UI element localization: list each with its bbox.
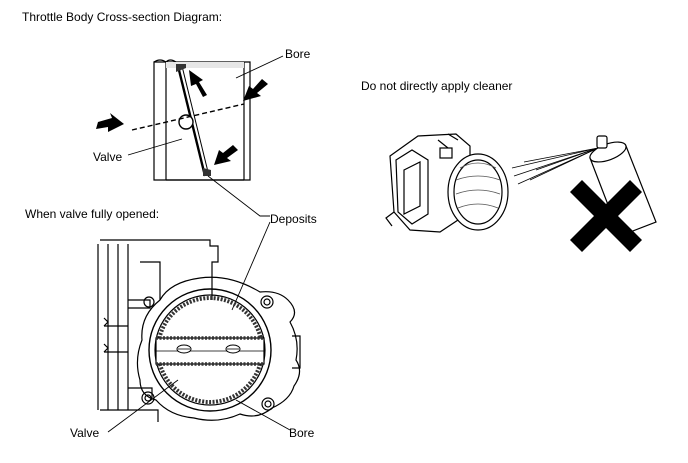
label-bore-bottom: Bore — [289, 426, 315, 440]
prohibited-x-icon — [570, 180, 642, 252]
mounting-flange — [136, 276, 301, 421]
shaft-dashed-line — [131, 103, 245, 131]
cross-section-bore — [153, 59, 251, 181]
cross-section-valve-plate — [176, 65, 210, 177]
label-valve-top: Valve — [93, 150, 123, 164]
arrow-icon — [96, 70, 268, 165]
label-fully-opened: When valve fully opened: — [25, 207, 160, 221]
cleaner-warning-text: Do not directly apply cleaner — [361, 79, 513, 93]
label-bore-top: Bore — [285, 47, 311, 61]
valve-plate-open — [155, 336, 265, 366]
leader-lines-bottom — [107, 379, 291, 433]
throttle-body-housing — [97, 239, 219, 422]
spray-mist — [511, 147, 599, 185]
diagram-title: Throttle Body Cross-section Diagram: — [22, 10, 223, 24]
label-valve-bottom: Valve — [70, 426, 100, 440]
label-deposits: Deposits — [270, 212, 317, 226]
throttle-body-sketch — [385, 133, 509, 233]
cross-section-deposits — [176, 64, 211, 176]
